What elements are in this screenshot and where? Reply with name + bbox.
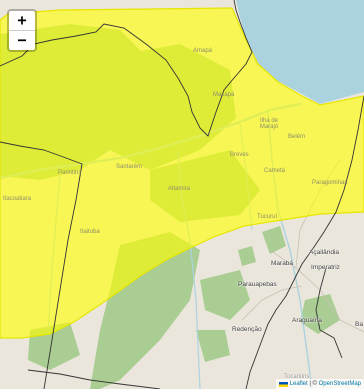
place-label-maraba: Marabá — [271, 260, 294, 267]
alert-area-polygon — [0, 7, 364, 339]
attribution-separator: | © — [307, 381, 319, 387]
place-label-araguaina: Araguaína — [292, 317, 322, 324]
place-label-macapa: Macapá — [213, 92, 235, 98]
map-attribution: Leaflet | © OpenStreetMap — [275, 379, 364, 389]
place-label-acailandia: Açailândia — [309, 249, 339, 256]
place-label-parintins: Parintins — [58, 170, 82, 176]
place-label-parauapebas: Parauapebas — [238, 281, 277, 288]
place-label-imperatriz: Imperatriz — [311, 264, 340, 271]
ocean-area — [236, 0, 364, 104]
place-label-amapa: Amapá — [193, 48, 213, 54]
place-label-tocantins: Tocantins — [284, 374, 310, 380]
place-label-breves: Breves — [230, 152, 249, 158]
zoom-in-button[interactable]: + — [17, 11, 27, 29]
leaflet-flag-icon — [278, 382, 288, 387]
place-label-santarem: Santarém — [116, 164, 143, 170]
place-label-redencao: Redenção — [232, 326, 262, 333]
openstreetmap-link[interactable]: OpenStreetMap — [318, 381, 361, 387]
place-label-itacoatiara: Itacoatiara — [3, 196, 32, 202]
leaflet-link[interactable]: Leaflet — [289, 381, 308, 387]
place-label-ilha-de-marajo: Ilha de Marajó — [259, 118, 279, 130]
place-label-itaituba: Itaituba — [80, 229, 100, 235]
place-label-paragominas: Paragominas — [312, 180, 348, 186]
place-label-cameta: Cametá — [264, 168, 286, 174]
place-label-ba: Ba — [355, 321, 363, 328]
zoom-out-button[interactable]: − — [9, 30, 35, 50]
place-label-belem: Belém — [288, 134, 306, 140]
place-label-altamira: Altamira — [168, 186, 191, 192]
place-label-tucurui: Tucuruí — [257, 214, 278, 220]
zoom-control: + − — [7, 9, 37, 52]
